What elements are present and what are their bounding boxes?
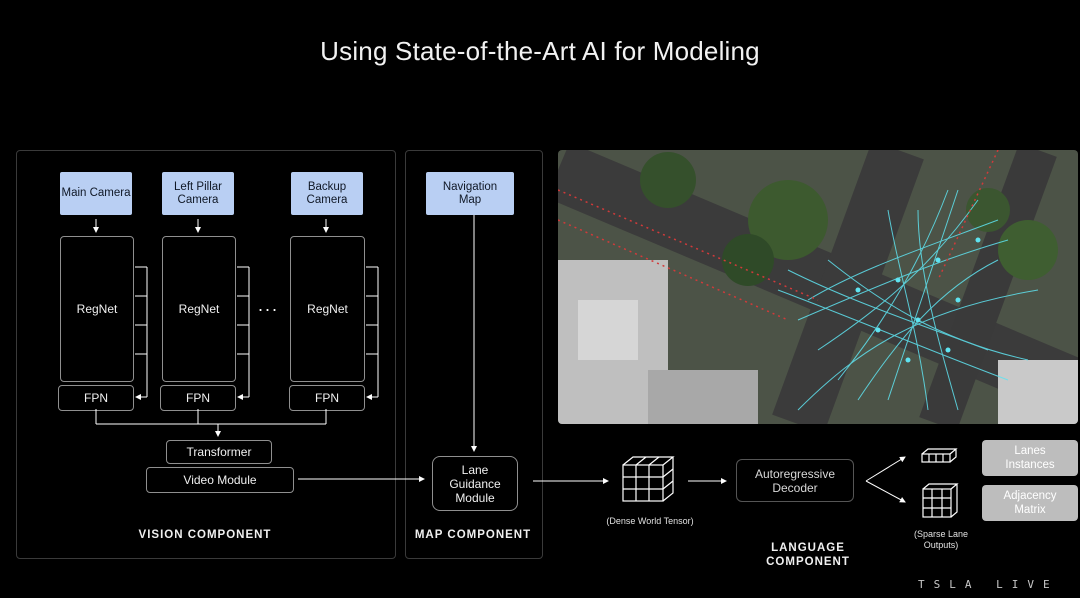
left-pillar-camera-box: Left Pillar Camera	[162, 172, 234, 215]
transformer-block: Transformer	[166, 440, 272, 464]
regnet-block-main: RegNet	[60, 236, 134, 382]
page-title: Using State-of-the-Art AI for Modeling	[320, 36, 760, 66]
aerial-lane-map-image	[558, 150, 1078, 424]
map-component-panel	[405, 150, 543, 559]
dense-world-tensor-cube	[622, 456, 675, 502]
main-camera-box: Main Camera	[60, 172, 132, 215]
lanes-instances-output: Lanes Instances	[982, 440, 1078, 476]
language-component-caption: LANGUAGE COMPONENT	[766, 542, 850, 568]
lane-guidance-module-block: Lane Guidance Module	[432, 456, 518, 511]
dense-world-tensor-label: (Dense World Tensor)	[606, 516, 694, 526]
backup-camera-box: Backup Camera	[291, 172, 363, 215]
map-component-caption: MAP COMPONENT	[414, 529, 532, 541]
ellipsis: ...	[258, 295, 280, 315]
navigation-map-box: Navigation Map	[426, 172, 514, 215]
sparse-lane-outputs-label: (Sparse Lane Outputs)	[913, 529, 969, 550]
sparse-lane-cube-icon	[922, 483, 959, 518]
vision-component-caption: VISION COMPONENT	[138, 529, 272, 541]
fpn-block-backup: FPN	[289, 385, 365, 411]
tsla-live-logo: TSLA LIVE	[918, 578, 1059, 591]
video-module-block: Video Module	[146, 467, 294, 493]
vision-component-panel	[16, 150, 396, 559]
regnet-block-backup: RegNet	[290, 236, 365, 382]
lanes-slab-icon	[921, 448, 958, 463]
adjacency-matrix-output: Adjacency Matrix	[982, 485, 1078, 521]
autoregressive-decoder-block: Autoregressive Decoder	[736, 459, 854, 502]
regnet-block-left-pillar: RegNet	[162, 236, 236, 382]
